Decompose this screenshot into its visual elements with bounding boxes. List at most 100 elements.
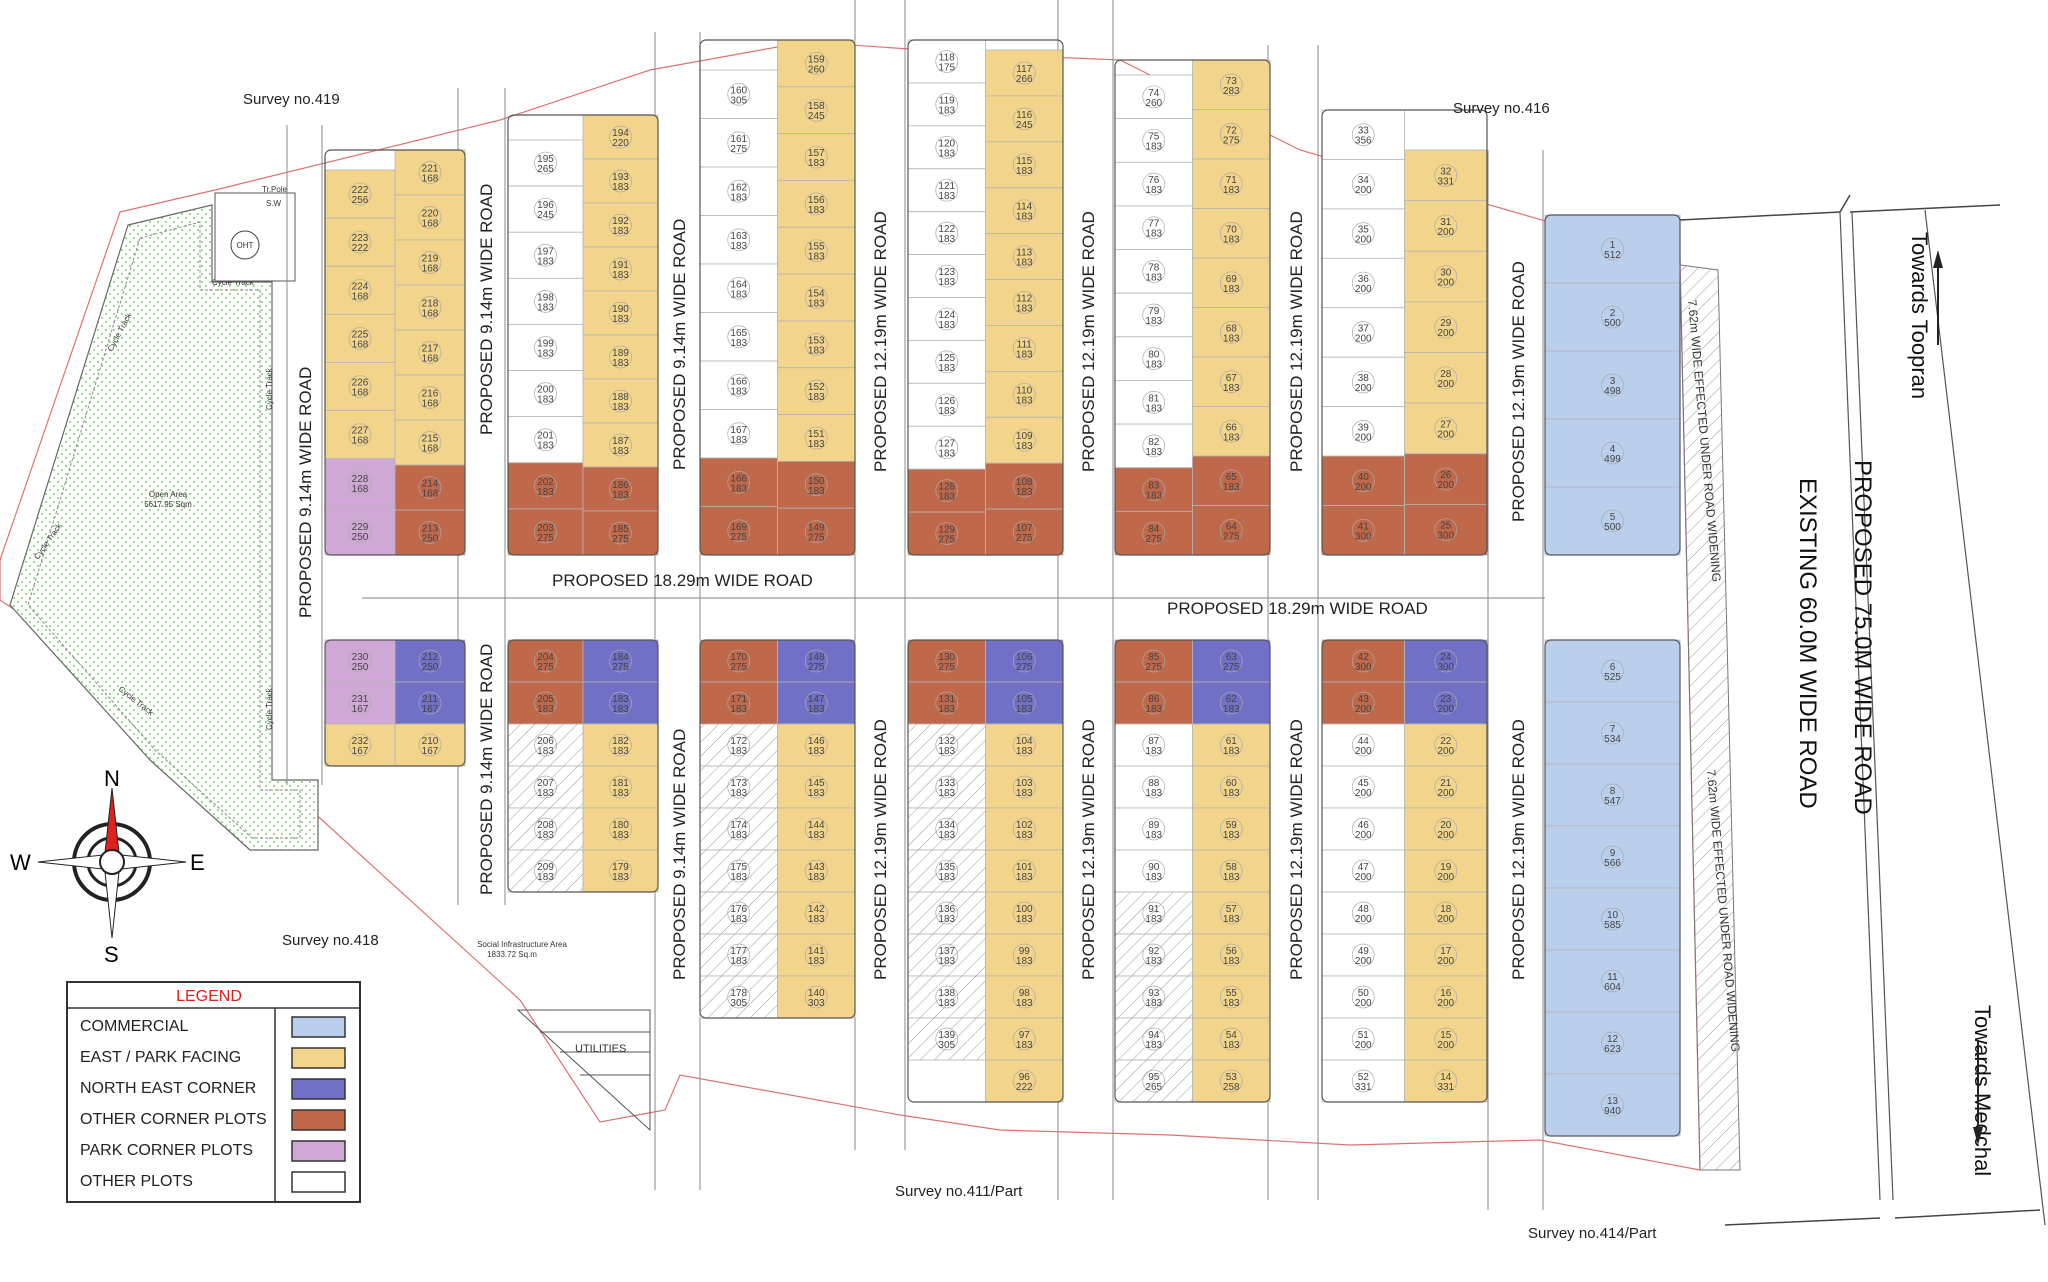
plot[interactable]: 220168 — [394, 194, 466, 241]
plot[interactable]: 183183 — [582, 681, 659, 725]
plot[interactable]: 51200 — [1321, 1017, 1405, 1061]
plot[interactable]: 58183 — [1192, 849, 1271, 893]
plot[interactable]: 7534 — [1544, 701, 1681, 765]
plot[interactable]: 9566 — [1544, 825, 1681, 889]
plot[interactable]: 112183 — [985, 279, 1064, 326]
plot[interactable]: 117266 — [985, 49, 1064, 97]
plot[interactable]: 122183 — [907, 211, 986, 255]
plot[interactable]: 216168 — [394, 374, 466, 421]
plot[interactable]: 194220 — [582, 114, 659, 160]
plot[interactable]: 203275 — [507, 508, 584, 556]
plot[interactable]: 90183 — [1114, 849, 1193, 893]
plot[interactable]: 204275 — [507, 639, 584, 683]
plot[interactable]: 224168 — [324, 265, 396, 315]
plot[interactable]: 131183 — [907, 681, 986, 725]
plot[interactable]: 30200 — [1404, 250, 1488, 303]
plot[interactable]: 231167 — [324, 681, 396, 725]
plot[interactable]: 14331 — [1404, 1059, 1488, 1103]
plot[interactable]: 86183 — [1114, 681, 1193, 725]
plot[interactable]: 197183 — [507, 231, 584, 279]
plot[interactable]: 211167 — [394, 681, 466, 725]
plot[interactable]: 146183 — [777, 723, 856, 767]
plot[interactable]: 59183 — [1192, 807, 1271, 851]
plot[interactable]: 181183 — [582, 765, 659, 809]
plot[interactable]: 80183 — [1114, 336, 1193, 381]
plot[interactable]: 145183 — [777, 765, 856, 809]
plot[interactable]: 144183 — [777, 807, 856, 851]
plot[interactable]: 217168 — [394, 329, 466, 376]
plot[interactable]: 52331 — [1321, 1059, 1405, 1103]
plot[interactable]: 72275 — [1192, 109, 1271, 160]
plot[interactable]: 115183 — [985, 141, 1064, 189]
plot[interactable]: 186183 — [582, 466, 659, 512]
plot[interactable]: 141183 — [777, 933, 856, 977]
plot[interactable]: 229250 — [324, 506, 396, 556]
plot[interactable]: 100183 — [985, 891, 1064, 935]
plot[interactable]: 152183 — [777, 367, 856, 415]
plot[interactable]: 106275 — [985, 639, 1064, 683]
plot[interactable]: 116245 — [985, 95, 1064, 143]
plot[interactable]: 158245 — [777, 86, 856, 135]
plot[interactable]: 78183 — [1114, 249, 1193, 294]
plot[interactable]: 47200 — [1321, 849, 1405, 893]
plot[interactable]: 73283 — [1192, 59, 1271, 110]
plot[interactable]: 85275 — [1114, 639, 1193, 683]
plot[interactable]: 96222 — [985, 1059, 1064, 1103]
plot[interactable]: 48200 — [1321, 891, 1405, 935]
plot[interactable]: 32331 — [1404, 149, 1488, 202]
plot[interactable]: 1512 — [1544, 214, 1681, 284]
plot[interactable]: 218168 — [394, 284, 466, 331]
plot[interactable]: 200183 — [507, 370, 584, 418]
plot[interactable]: 4499 — [1544, 418, 1681, 488]
plot[interactable]: 185275 — [582, 510, 659, 556]
plot[interactable]: 25300 — [1404, 503, 1488, 556]
plot[interactable]: 187183 — [582, 422, 659, 468]
plot[interactable]: 210167 — [394, 723, 466, 767]
plot[interactable]: 184275 — [582, 639, 659, 683]
plot[interactable]: 201183 — [507, 416, 584, 464]
plot[interactable]: 81183 — [1114, 380, 1193, 425]
plot[interactable]: 33356 — [1321, 109, 1405, 160]
plot[interactable]: 123183 — [907, 254, 986, 298]
plot[interactable]: 103183 — [985, 765, 1064, 809]
plot[interactable]: 15200 — [1404, 1017, 1488, 1061]
plot[interactable]: 104183 — [985, 723, 1064, 767]
plot[interactable]: 165183 — [699, 312, 778, 362]
plot[interactable]: 42300 — [1321, 639, 1405, 683]
plot[interactable]: 169275 — [699, 506, 778, 556]
plot[interactable]: 2500 — [1544, 282, 1681, 352]
plot[interactable]: 230250 — [324, 639, 396, 683]
plot[interactable]: 130275 — [907, 639, 986, 683]
plot[interactable]: 35200 — [1321, 208, 1405, 259]
plot[interactable]: 3498 — [1544, 350, 1681, 420]
plot[interactable]: 49200 — [1321, 933, 1405, 977]
plot[interactable]: 11604 — [1544, 949, 1681, 1013]
plot[interactable]: 111183 — [985, 325, 1064, 372]
plot[interactable]: 38200 — [1321, 356, 1405, 408]
plot[interactable]: 105183 — [985, 681, 1064, 725]
plot[interactable]: 34200 — [1321, 159, 1405, 210]
plot[interactable]: 18200 — [1404, 891, 1488, 935]
plot[interactable]: 114183 — [985, 187, 1064, 235]
plot[interactable]: 143183 — [777, 849, 856, 893]
plot[interactable]: 87183 — [1114, 723, 1193, 767]
plot[interactable]: 110183 — [985, 370, 1064, 418]
plot[interactable]: 120183 — [907, 125, 986, 170]
plot[interactable]: 140303 — [777, 975, 856, 1019]
plot[interactable]: 189183 — [582, 334, 659, 380]
plot[interactable]: 44200 — [1321, 723, 1405, 767]
plot[interactable]: 180183 — [582, 807, 659, 851]
plot[interactable]: 69183 — [1192, 257, 1271, 308]
plot[interactable]: 142183 — [777, 891, 856, 935]
plot[interactable]: 196245 — [507, 185, 584, 233]
plot[interactable]: 66183 — [1192, 406, 1271, 457]
plot[interactable]: 53258 — [1192, 1059, 1271, 1103]
plot[interactable]: 55183 — [1192, 975, 1271, 1019]
plot[interactable]: 188183 — [582, 378, 659, 424]
plot[interactable]: 147183 — [777, 681, 856, 725]
plot[interactable]: 28200 — [1404, 352, 1488, 404]
plot[interactable]: 124183 — [907, 297, 986, 341]
plot[interactable]: 108183 — [985, 462, 1064, 510]
plot[interactable]: 223222 — [324, 217, 396, 267]
plot[interactable]: 98183 — [985, 975, 1064, 1019]
